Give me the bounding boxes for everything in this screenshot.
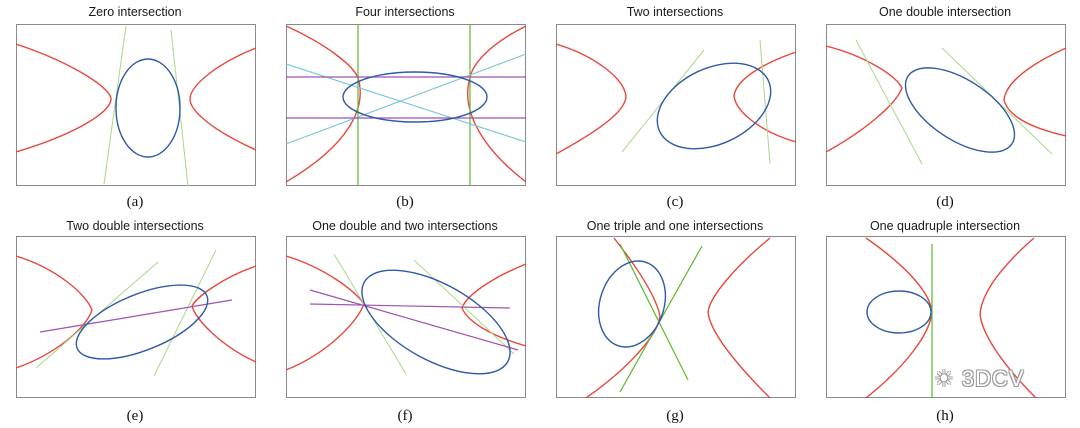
panel-d: One double intersection (d) <box>810 0 1080 214</box>
panel-c: Two intersections (c) <box>540 0 810 214</box>
conic-diagram <box>556 24 796 186</box>
panel-a: Zero intersection (a) <box>0 0 270 214</box>
hyperbola-right-branch <box>189 47 256 151</box>
panel-label: (b) <box>396 194 414 210</box>
line-green <box>759 39 771 165</box>
hyperbola-right-branch <box>979 237 1037 398</box>
panel-label: (e) <box>126 408 144 424</box>
panel-g: One triple and one intersections (g) <box>540 214 810 428</box>
hyperbola-left-branch <box>865 237 933 398</box>
hyperbola-right-branch <box>191 265 256 363</box>
ellipse <box>342 71 488 123</box>
line-purple <box>309 289 519 351</box>
panel-label: (h) <box>936 408 954 424</box>
hyperbola-left-branch <box>585 237 661 398</box>
hyperbola-left-branch <box>286 255 365 371</box>
line-green <box>619 243 689 381</box>
ellipse <box>361 269 511 375</box>
hyperbola-left-branch <box>286 25 361 183</box>
hyperbola-left-branch <box>16 255 93 369</box>
panel-label: (g) <box>666 408 684 424</box>
hyperbola-right-branch <box>707 237 771 398</box>
ellipse <box>866 290 932 334</box>
hyperbola-left-branch <box>16 43 112 153</box>
panel-label: (f) <box>397 408 413 424</box>
panel-label: (c) <box>666 194 684 210</box>
panel-title: One double and two intersections <box>312 219 498 233</box>
ellipse <box>75 284 209 360</box>
panel-title: Zero intersection <box>88 5 182 19</box>
hyperbola-right-branch <box>467 25 526 183</box>
hyperbola-right-branch <box>461 263 526 347</box>
panel-e: Two double intersections (e) <box>0 214 270 428</box>
conic-diagram <box>16 24 256 186</box>
panel-title: One triple and one intersections <box>586 219 764 233</box>
conic-diagram <box>826 24 1066 186</box>
line-green <box>103 25 127 185</box>
panel-f: One double and two intersections (f) <box>270 214 540 428</box>
panel-title: Four intersections <box>355 5 455 19</box>
watermark-text: 3DCV <box>961 366 1025 391</box>
line-cyan <box>286 53 526 145</box>
panel-label: (a) <box>126 194 144 210</box>
hyperbola-left-branch <box>556 43 627 155</box>
conic-diagram <box>826 236 1066 398</box>
conic-diagram <box>16 236 256 398</box>
conic-diagram <box>286 24 526 186</box>
panel-label: (d) <box>936 194 954 210</box>
ellipse <box>656 62 772 150</box>
conic-diagram <box>286 236 526 398</box>
line-green <box>153 249 217 377</box>
panel-title: Two double intersections <box>66 219 204 233</box>
panel-title: One double intersection <box>878 5 1012 19</box>
watermark: ☀ 3DCV <box>934 366 1025 392</box>
ellipse <box>904 67 1016 153</box>
conic-diagram <box>556 236 796 398</box>
watermark-logo-icon: ☀ <box>934 366 955 391</box>
line-purple <box>309 303 511 309</box>
ellipse <box>115 58 181 158</box>
panel-h: One quadruple intersection (h) <box>810 214 1080 428</box>
hyperbola-left-branch <box>826 45 903 153</box>
panel-b: Four intersections (b) <box>270 0 540 214</box>
hyperbola-right-branch <box>1003 47 1066 137</box>
panel-title: Two intersections <box>626 5 724 19</box>
ellipse <box>597 260 667 348</box>
line-purple <box>39 299 233 333</box>
line-green <box>855 39 923 165</box>
panel-title: One quadruple intersection <box>869 219 1021 233</box>
